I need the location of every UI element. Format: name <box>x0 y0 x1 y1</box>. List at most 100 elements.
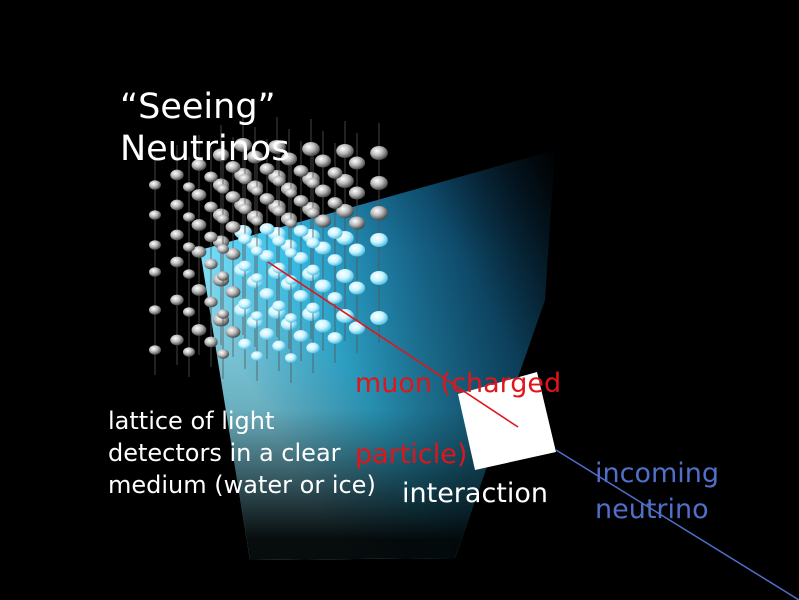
optical-module <box>246 150 264 164</box>
optical-module <box>225 221 241 233</box>
optical-module <box>225 286 241 298</box>
optical-module <box>285 275 297 285</box>
optical-module <box>314 214 332 228</box>
optical-module <box>336 308 354 324</box>
optical-module <box>370 232 388 248</box>
optical-module <box>251 186 263 196</box>
optical-module <box>251 311 263 321</box>
optical-module <box>306 264 320 276</box>
optical-module <box>293 225 309 237</box>
optical-module <box>234 137 252 153</box>
optical-module <box>327 167 343 179</box>
optical-module <box>336 173 354 189</box>
optical-module <box>259 193 275 205</box>
optical-module <box>149 210 161 220</box>
optical-module <box>293 165 309 177</box>
optical-module <box>370 310 388 326</box>
optical-module <box>225 248 241 260</box>
neutrino-track <box>555 449 799 600</box>
optical-module <box>348 321 366 335</box>
optical-module <box>293 252 309 264</box>
optical-module <box>293 290 309 302</box>
optical-module <box>285 188 297 198</box>
optical-module <box>170 294 184 306</box>
optical-module <box>238 233 252 245</box>
optical-module <box>259 328 275 340</box>
optical-module <box>306 207 320 219</box>
optical-module <box>149 305 161 315</box>
lattice-label: lattice of light detectors in a clear me… <box>108 407 376 499</box>
optical-module <box>370 205 388 221</box>
diagram-title: “Seeing” Neutrinos <box>120 87 290 169</box>
optical-module <box>268 139 286 155</box>
optical-module <box>170 229 184 241</box>
optical-module <box>191 189 207 201</box>
optical-module <box>259 250 275 262</box>
optical-module <box>272 300 286 312</box>
detector-lattice <box>149 115 388 383</box>
optical-module <box>285 218 297 228</box>
optical-module <box>285 353 297 363</box>
muon-track <box>267 261 519 428</box>
optical-module <box>251 246 263 256</box>
optical-module <box>314 154 332 168</box>
neutrino-label: incoming neutrino <box>595 458 720 525</box>
optical-module <box>183 307 195 317</box>
optical-module <box>314 184 332 198</box>
optical-module <box>259 223 275 235</box>
optical-module <box>302 141 320 157</box>
optical-module <box>348 156 366 170</box>
optical-module <box>272 235 286 247</box>
optical-module <box>251 216 263 226</box>
optical-module <box>272 340 286 352</box>
optical-module <box>191 159 207 171</box>
optical-module <box>149 267 161 277</box>
optical-module <box>170 256 184 268</box>
optical-module <box>306 177 320 189</box>
optical-module <box>251 273 263 283</box>
interaction-label: interaction <box>402 478 549 509</box>
optical-module <box>348 216 366 230</box>
optical-module <box>280 152 298 166</box>
optical-module <box>191 246 207 258</box>
optical-module <box>191 284 207 296</box>
optical-module <box>204 201 218 213</box>
optical-module <box>225 191 241 203</box>
optical-module <box>272 175 286 187</box>
optical-module <box>327 227 343 239</box>
optical-module <box>238 260 252 272</box>
optical-module <box>238 338 252 350</box>
optical-module <box>251 351 263 361</box>
optical-module <box>259 163 275 175</box>
optical-module <box>183 269 195 279</box>
optical-module <box>285 313 297 323</box>
optical-module <box>306 342 320 354</box>
optical-module <box>285 248 297 258</box>
optical-module <box>204 336 218 348</box>
optical-module <box>327 254 343 266</box>
optical-module <box>336 268 354 284</box>
optical-module <box>348 243 366 257</box>
optical-module <box>293 330 309 342</box>
optical-module <box>217 214 229 224</box>
optical-module <box>306 237 320 249</box>
optical-module <box>204 171 218 183</box>
optical-module <box>212 148 230 162</box>
optical-module <box>149 240 161 250</box>
optical-module <box>170 169 184 181</box>
optical-module <box>225 161 241 173</box>
optical-module <box>293 195 309 207</box>
optical-module <box>217 271 229 281</box>
optical-module <box>204 231 218 243</box>
optical-module <box>217 184 229 194</box>
optical-module <box>327 292 343 304</box>
optical-module <box>238 298 252 310</box>
optical-module <box>259 288 275 300</box>
optical-module <box>336 203 354 219</box>
optical-module <box>170 199 184 211</box>
optical-module <box>336 143 354 159</box>
optical-module <box>327 332 343 344</box>
muon-label: muon (charged particle) <box>355 368 562 470</box>
optical-module <box>217 349 229 359</box>
